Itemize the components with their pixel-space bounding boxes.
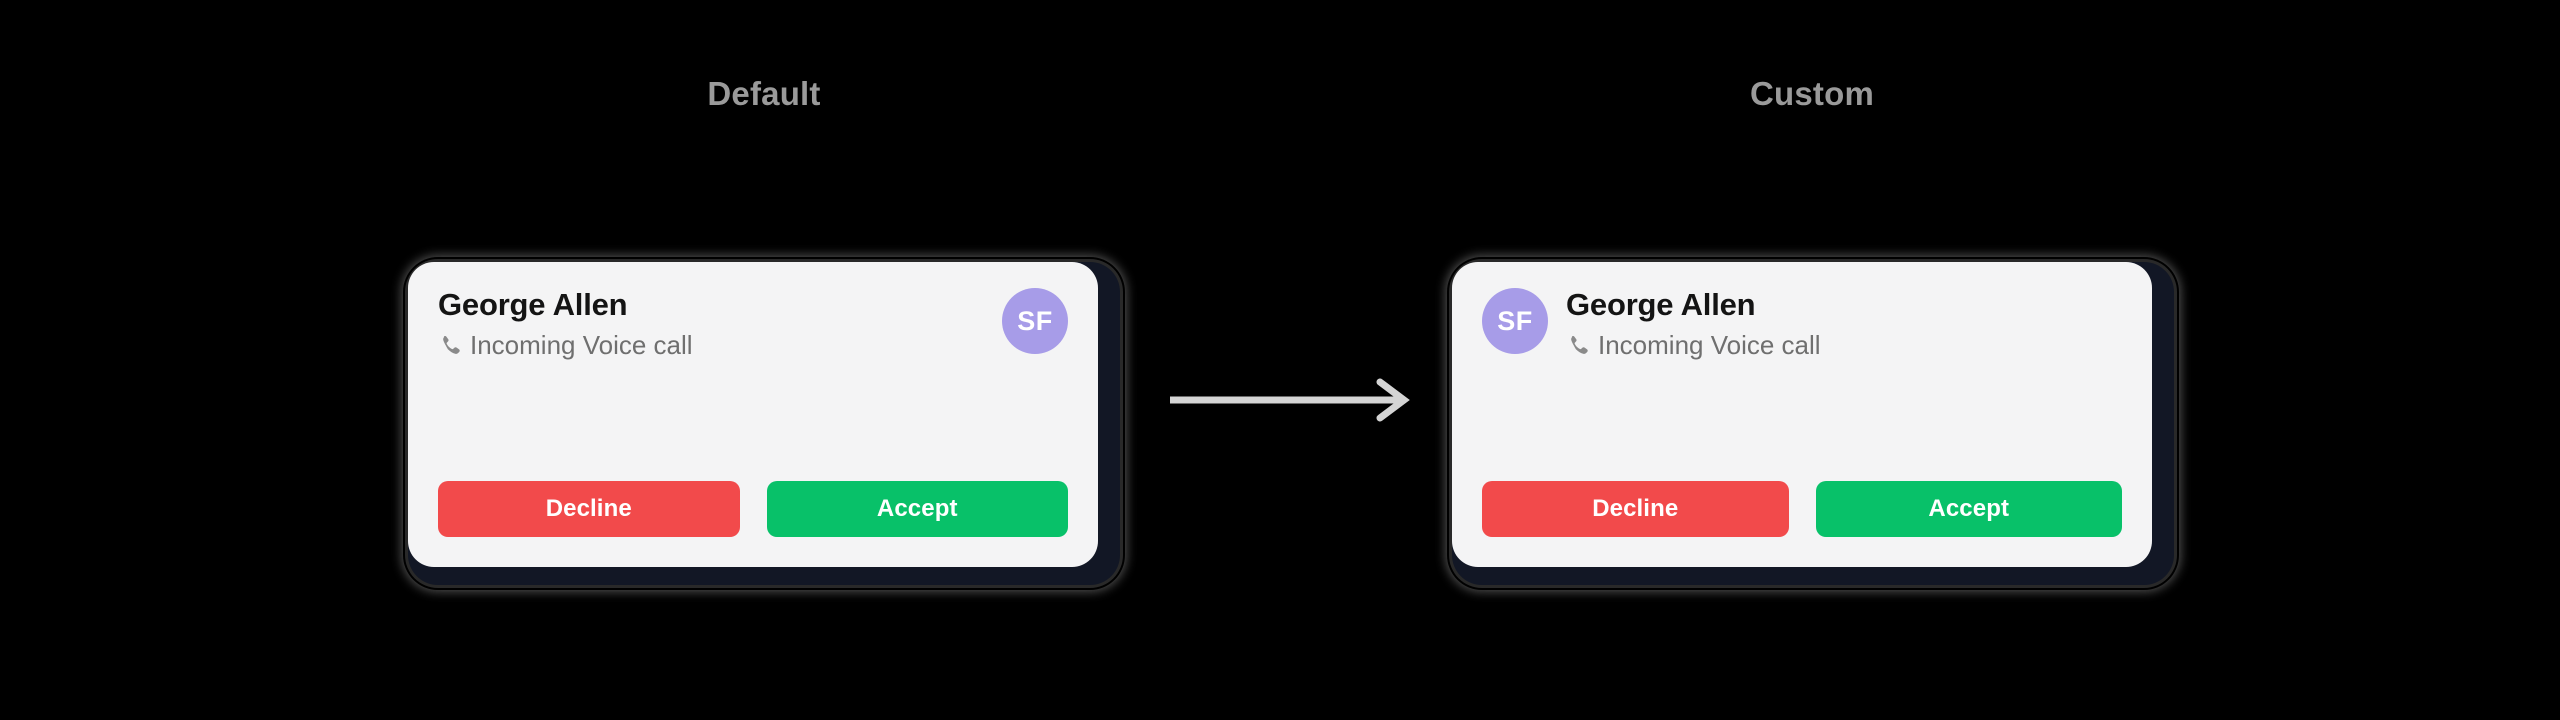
avatar-initials: SF [1497,305,1533,336]
notification-actions-default: Decline Accept [438,481,1068,537]
decline-button[interactable]: Decline [438,481,740,537]
call-status-row: Incoming Voice call [438,329,984,361]
decline-button[interactable]: Decline [1482,481,1789,537]
caller-identity-custom: George Allen Incoming Voice call [1566,287,1821,361]
column-heading-custom: Custom [1749,75,1875,112]
avatar-initials: SF [1017,305,1053,336]
accept-button[interactable]: Accept [766,481,1068,537]
arrow-right-icon [1170,378,1410,422]
call-status-text: Incoming Voice call [1598,329,1821,360]
notification-header-custom: George Allen Incoming Voice call SF [1482,287,2122,361]
notification-frame-default: George Allen Incoming Voice call SF Decl… [408,262,1120,585]
caller-name: George Allen [438,287,628,322]
avatar: SF [1002,288,1068,354]
caller-identity-default: George Allen Incoming Voice call [438,287,984,361]
phone-icon [443,336,460,355]
call-status-text: Incoming Voice call [470,329,693,360]
call-status-row: Incoming Voice call [1566,329,1821,361]
notification-actions-custom: Decline Accept [1482,481,2122,537]
accept-button[interactable]: Accept [1815,481,2122,537]
notification-header-default: George Allen Incoming Voice call SF [438,287,1068,361]
call-notification-card-default[interactable]: George Allen Incoming Voice call SF Decl… [408,262,1098,567]
phone-icon [1571,336,1588,355]
avatar: SF [1482,288,1548,354]
caller-name: George Allen [1566,287,1756,322]
column-heading-default: Default [707,75,821,112]
call-notification-card-custom[interactable]: George Allen Incoming Voice call SF Decl… [1452,262,2152,567]
notification-frame-custom: George Allen Incoming Voice call SF Decl… [1452,262,2174,585]
